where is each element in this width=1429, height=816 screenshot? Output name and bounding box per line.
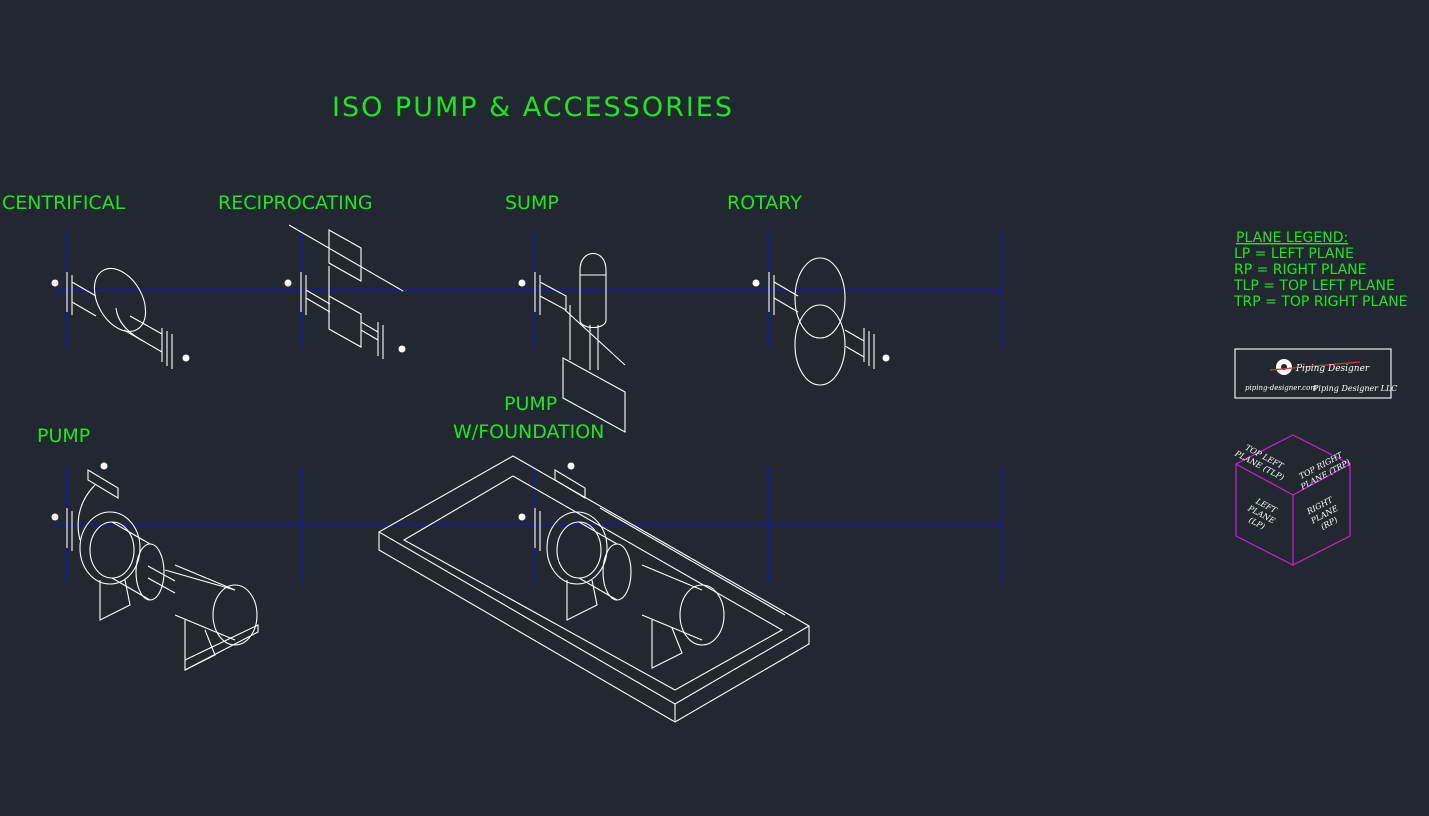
reciprocating-pump-symbol xyxy=(284,224,406,359)
rotary-pump-symbol xyxy=(752,257,890,386)
legend-item: TRP = TOP RIGHT PLANE xyxy=(1233,294,1408,310)
centrifical-pump-symbol xyxy=(51,268,190,369)
logo-url: piping-designer.com xyxy=(1245,384,1317,392)
axis-grid-row2 xyxy=(55,465,1003,583)
label-pump-foundation-line1: PUMP xyxy=(504,393,557,415)
legend-item: TLP = TOP LEFT PLANE xyxy=(1233,278,1395,294)
plane-legend: PLANE LEGEND: LP = LEFT PLANE RP = RIGHT… xyxy=(1233,230,1408,310)
pump-with-motor-symbol xyxy=(51,462,259,671)
plane-cube-diagram: TOP LEFT PLANE (TLP) TOP RIGHT PLANE (TR… xyxy=(1233,434,1352,566)
drawing-title: ISO PUMP & ACCESSORIES xyxy=(332,92,734,123)
label-rotary: ROTARY xyxy=(727,192,802,214)
label-centrifical: CENTRIFICAL xyxy=(2,192,126,214)
sump-pump-symbol xyxy=(518,253,626,433)
logo-name: Piping Designer xyxy=(1295,364,1370,374)
pump-foundation-symbol xyxy=(377,455,811,723)
piping-designer-logo: Piping Designer piping-designer.com Pipi… xyxy=(1234,348,1397,399)
label-pump-foundation-line2: W/FOUNDATION xyxy=(453,421,604,443)
logo-company: Piping Designer LLC xyxy=(1312,384,1397,393)
axis-grid-row1 xyxy=(55,232,1003,350)
label-pump: PUMP xyxy=(37,425,90,447)
legend-item: LP = LEFT PLANE xyxy=(1234,246,1354,262)
label-sump: SUMP xyxy=(505,192,559,214)
label-reciprocating: RECIPROCATING xyxy=(218,192,373,214)
legend-item: RP = RIGHT PLANE xyxy=(1234,262,1367,278)
legend-heading: PLANE LEGEND: xyxy=(1236,230,1348,246)
